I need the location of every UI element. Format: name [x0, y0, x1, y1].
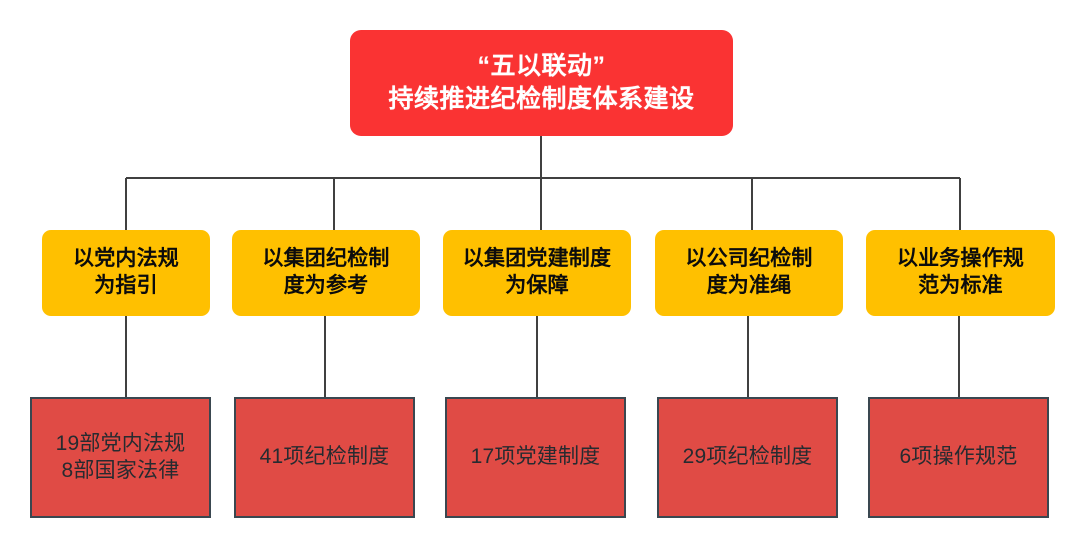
pillar-node-3: 以集团党建制度 为保障 — [443, 230, 631, 316]
count-node-2: 41项纪检制度 — [234, 397, 415, 518]
pillar-label-4: 以公司纪检制 度为准绳 — [685, 247, 813, 297]
pillar-node-4: 以公司纪检制 度为准绳 — [655, 230, 843, 316]
pillar-label-5: 以业务操作规 范为标准 — [896, 247, 1025, 297]
count-node-3: 17项党建制度 — [445, 397, 626, 518]
count-label-3: 17项党建制度 — [470, 445, 601, 469]
count-label-1: 19部党内法规 8部国家法律 — [55, 431, 186, 482]
count-node-4: 29项纪检制度 — [657, 397, 838, 518]
pillar-label-3: 以集团党建制度 为保障 — [462, 247, 612, 297]
pillar-node-1: 以党内法规 为指引 — [42, 230, 210, 316]
count-label-5: 6项操作规范 — [899, 445, 1018, 469]
count-label-4: 29项纪检制度 — [682, 445, 813, 469]
pillar-label-1: 以党内法规 为指引 — [73, 247, 179, 297]
diagram-title-node: “五以联动” 持续推进纪检制度体系建设 — [350, 30, 733, 136]
pillar-label-2: 以集团纪检制 度为参考 — [262, 247, 390, 297]
count-node-5: 6项操作规范 — [868, 397, 1049, 518]
count-node-1: 19部党内法规 8部国家法律 — [30, 397, 211, 518]
pillar-node-5: 以业务操作规 范为标准 — [866, 230, 1055, 316]
diagram-title-text: “五以联动” 持续推进纪检制度体系建设 — [388, 51, 695, 114]
count-label-2: 41项纪检制度 — [259, 445, 390, 469]
pillar-node-2: 以集团纪检制 度为参考 — [232, 230, 420, 316]
